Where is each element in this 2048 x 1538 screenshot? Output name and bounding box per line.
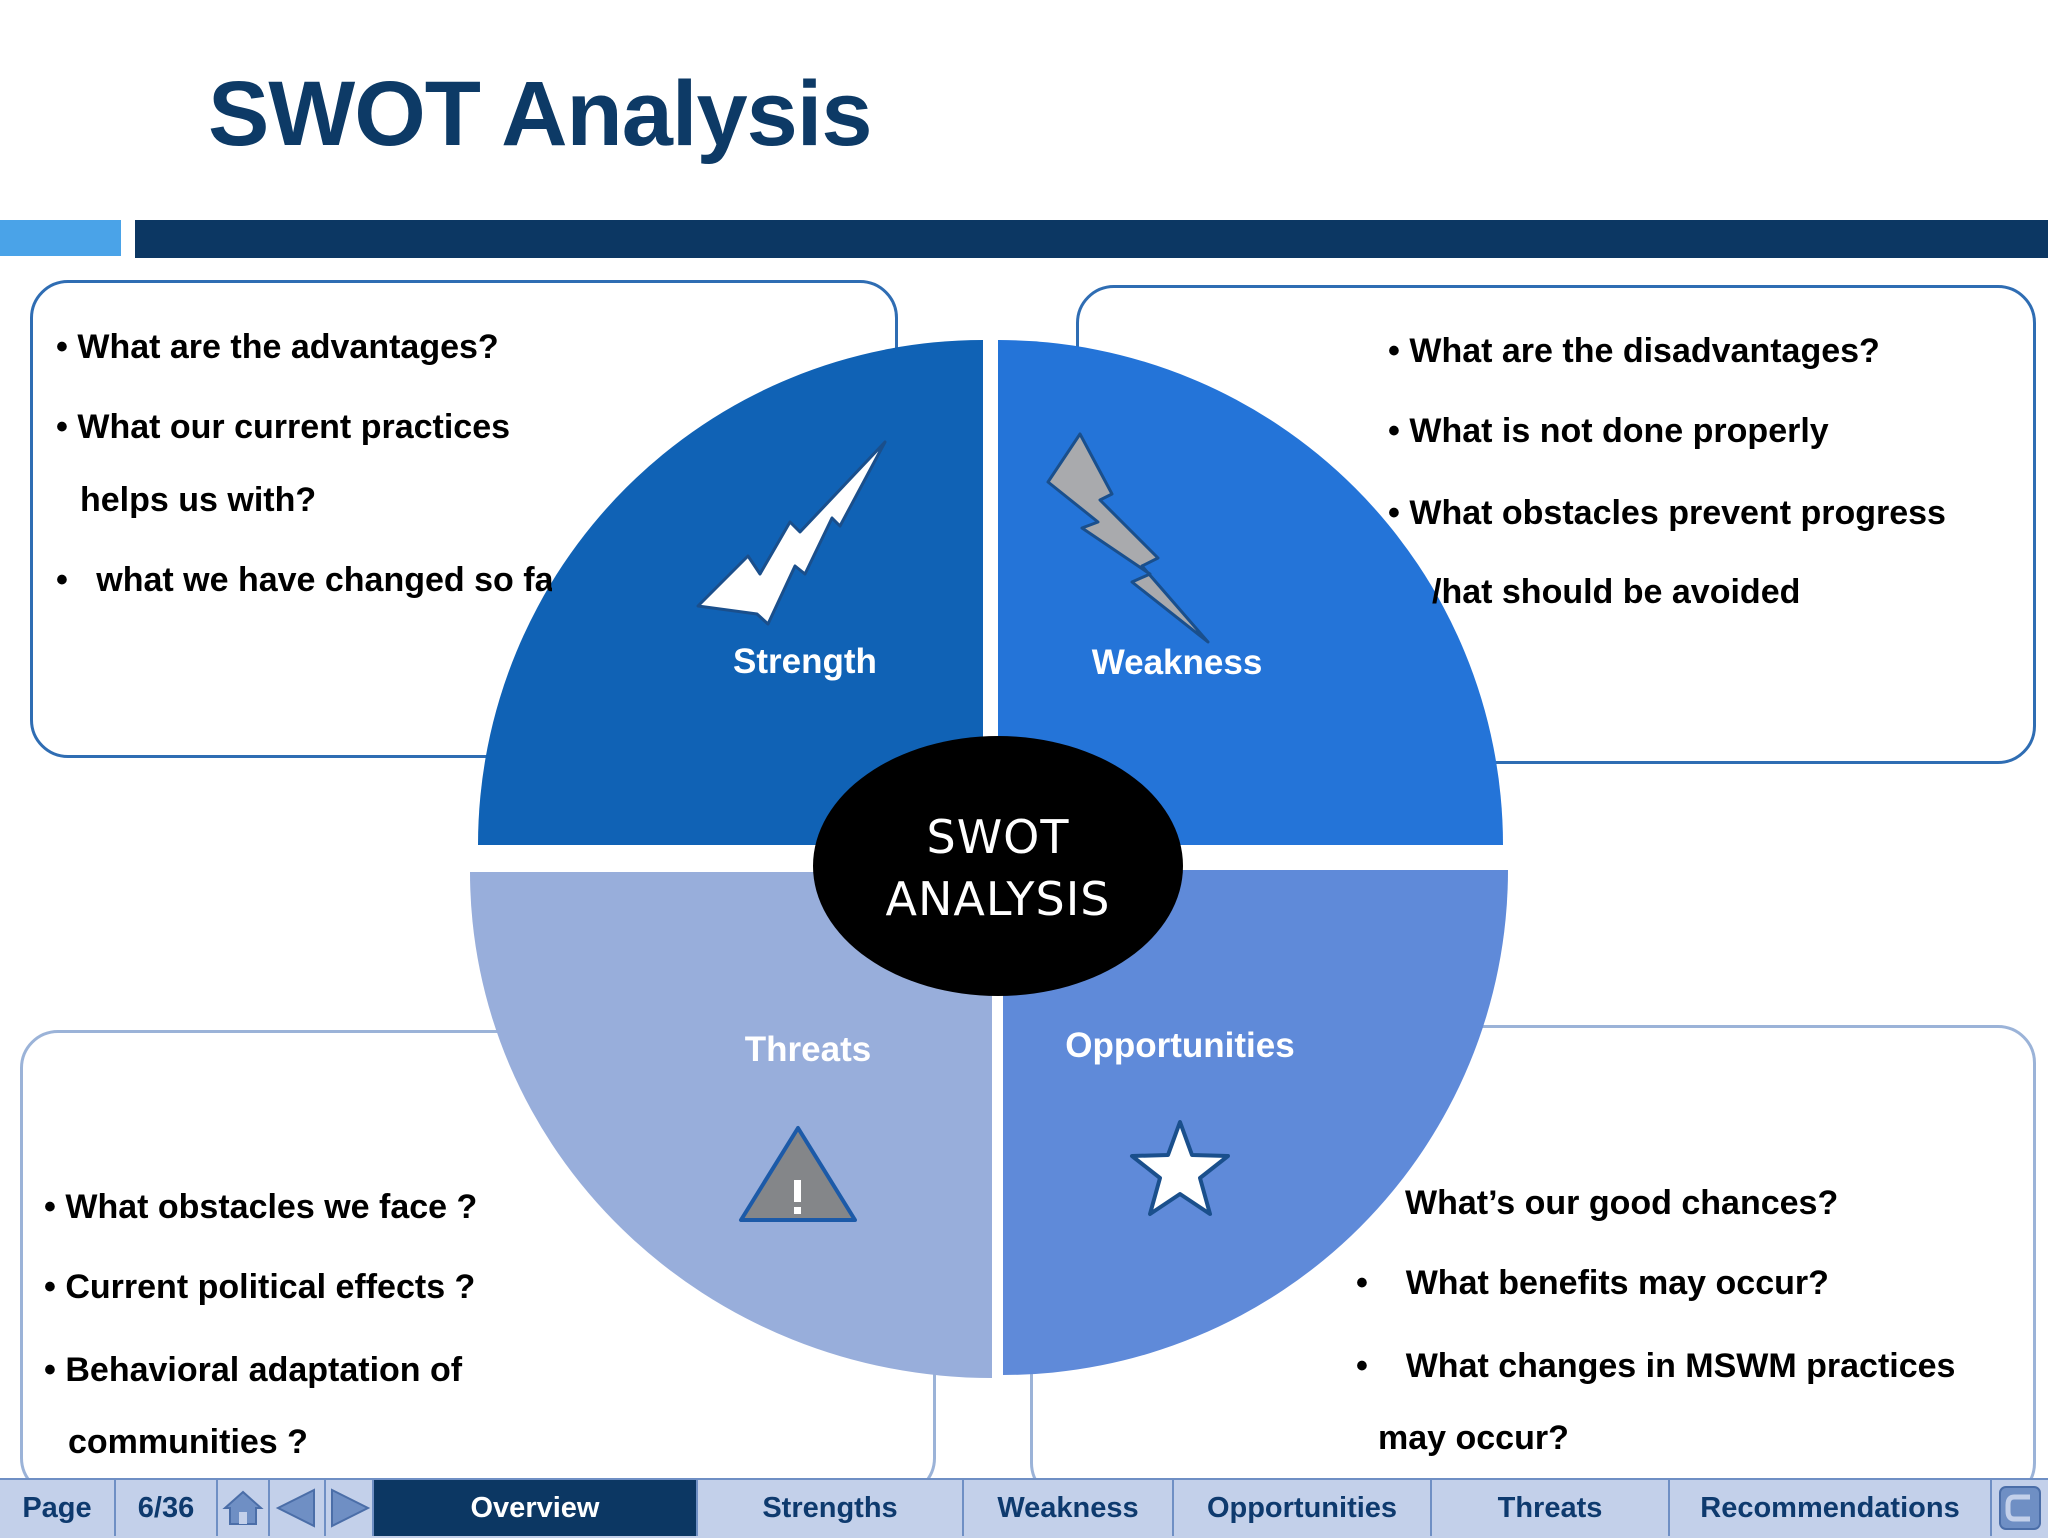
- strength-question: • What our current practices: [56, 408, 511, 446]
- tab-overview[interactable]: Overview: [374, 1480, 698, 1536]
- weakness-question: /hat should be avoided: [1432, 573, 1801, 611]
- page-number: 6/36: [116, 1480, 218, 1536]
- strength-question-continued: helps us with?: [80, 481, 317, 519]
- opportunities-question: What’s our good chances?: [1405, 1184, 1839, 1222]
- downward-bolt-icon: [1046, 432, 1210, 644]
- page-label: Page: [0, 1480, 116, 1536]
- home-icon: [222, 1490, 264, 1525]
- header-accent-bar: [0, 220, 121, 256]
- page-title: SWOT Analysis: [208, 63, 873, 165]
- opportunities-question: • What changes in MSWM practices: [1356, 1347, 1956, 1385]
- weakness-label: Weakness: [1091, 643, 1263, 682]
- star-icon: [1130, 1120, 1230, 1216]
- threats-question: • What obstacles we face ?: [44, 1188, 478, 1226]
- slide-navigation-bar: Page 6/36 Overview Strengths Weakness Op…: [0, 1478, 2048, 1538]
- strength-label: Strength: [733, 642, 877, 681]
- tab-weakness[interactable]: Weakness: [964, 1480, 1174, 1536]
- previous-button[interactable]: [270, 1480, 326, 1536]
- opportunities-label: Opportunities: [1065, 1026, 1295, 1065]
- threats-question: • Current political effects ?: [44, 1268, 476, 1306]
- opportunities-question: • What benefits may occur?: [1356, 1264, 1829, 1302]
- threats-question: • Behavioral adaptation of: [44, 1351, 463, 1389]
- header-rule-bar: [135, 220, 2048, 258]
- upward-bolt-icon: [696, 440, 887, 626]
- previous-arrow-icon: [275, 1488, 315, 1528]
- return-button[interactable]: [1992, 1480, 2048, 1536]
- weakness-segment[interactable]: [998, 340, 1503, 845]
- weakness-question: • What obstacles prevent progress: [1388, 494, 1946, 532]
- strength-question: • what we have changed so fa: [56, 561, 552, 599]
- tab-strengths[interactable]: Strengths: [698, 1480, 964, 1536]
- threats-label: Threats: [744, 1030, 872, 1069]
- threats-question-continued: communities ?: [68, 1423, 308, 1461]
- next-arrow-icon: [331, 1488, 371, 1528]
- threats-segment[interactable]: [470, 872, 992, 1378]
- weakness-question: • What is not done properly: [1388, 412, 1829, 450]
- tab-opportunities[interactable]: Opportunities: [1174, 1480, 1432, 1536]
- tab-recommendations[interactable]: Recommendations: [1670, 1480, 1992, 1536]
- opportunities-question-continued: may occur?: [1378, 1419, 1569, 1457]
- center-title-line1: SWOT: [926, 810, 1070, 864]
- opportunities-segment[interactable]: [1003, 870, 1508, 1375]
- return-icon: [1999, 1486, 2041, 1530]
- next-button[interactable]: [326, 1480, 374, 1536]
- warning-triangle-icon: [739, 1126, 857, 1222]
- swot-center-ellipse: [813, 736, 1183, 996]
- weakness-question: • What are the disadvantages?: [1388, 332, 1880, 370]
- center-title-line2: ANALYSIS: [885, 872, 1111, 926]
- strength-question: • What are the advantages?: [56, 328, 499, 366]
- tab-threats[interactable]: Threats: [1432, 1480, 1670, 1536]
- home-button[interactable]: [218, 1480, 270, 1536]
